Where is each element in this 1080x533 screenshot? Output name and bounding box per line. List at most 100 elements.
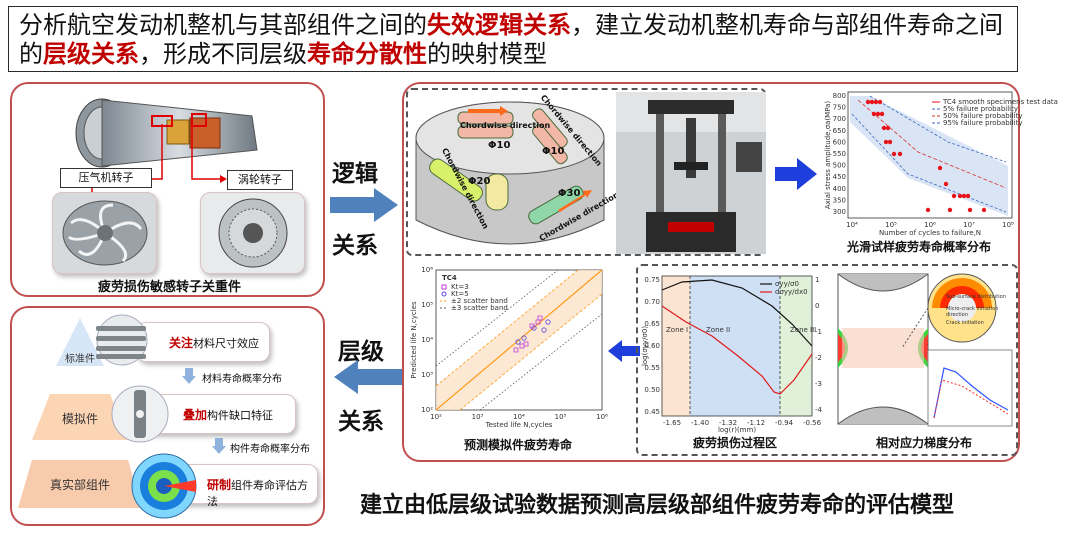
title-highlight-2: 层级关系 (43, 40, 139, 68)
pred-scatter-line (435, 269, 559, 367)
conclusion-text: 建立由低层级试验数据预测高层级部组件疲劳寿命的评估模型 (360, 493, 955, 518)
title-part-1: 分析航空发动机整机与其部组件之间的 (19, 11, 427, 39)
pred-ytick: 10³ (421, 371, 433, 379)
pred-kt3-point (513, 347, 519, 353)
turbine-label: 涡轮转子 (227, 170, 293, 190)
pred-xtick: 10⁶ (596, 413, 608, 421)
pred-ylabel: Predicted life N,cycles (410, 301, 418, 379)
sn-data-point (965, 193, 971, 199)
pyramid-level-1-shape (56, 318, 104, 366)
zone-xlabel: log(r)(mm) (718, 426, 756, 434)
zone-xtick: -0.56 (803, 419, 822, 427)
sn-data-point (957, 193, 963, 199)
pred-ytick: 10⁵ (421, 301, 433, 309)
standard-part-card: 关注材料尺寸效应 (136, 322, 270, 362)
pred-kt5-point (545, 319, 551, 325)
sn-xtick: 10⁴ (846, 221, 858, 229)
title-part-3: ，形成不同层级 (139, 40, 307, 68)
bladed-disk-image (131, 453, 197, 519)
sn-data-point (879, 111, 885, 117)
zone-xtick: -1.12 (747, 419, 765, 427)
zone-y2tick: -1 (815, 328, 822, 336)
zone-label: Zone I (666, 326, 688, 334)
level-label-1: 层级 (338, 339, 384, 365)
zone-xtick: -1.40 (691, 419, 709, 427)
sn-ytick: 350 (833, 196, 846, 204)
zone-legend-entry: σyy/σ0 (775, 280, 799, 288)
pred-scatter-line (435, 269, 579, 387)
zone-y2tick: 0 (815, 302, 819, 310)
sn-data-point (943, 181, 949, 187)
pred-ytick: 10² (421, 406, 433, 414)
phi30-label: Φ30 (558, 188, 581, 199)
engine-panel-caption: 疲劳损伤敏感转子关重件 (97, 280, 241, 295)
gradient-inset-text-2: Micro-crack initiation direction (946, 306, 999, 318)
gradient-panel: Sub-surface distribution Micro-crack ini… (832, 268, 1016, 456)
pred-legend-entry: Kt=5 (451, 290, 469, 298)
pred-arrow-icon (608, 340, 640, 362)
standard-specimens-image (96, 314, 148, 366)
sn-ytick: 400 (833, 185, 846, 193)
gradient-caption: 相对应力梯度分布 (875, 436, 972, 450)
zone-ytick: 0.50 (644, 386, 660, 394)
compressor-label: 压气机转子 (60, 168, 152, 188)
sn-data-point (885, 125, 891, 131)
zone-ytick: 0.55 (644, 364, 660, 372)
engine-panel: 压气机转子 涡轮转子 疲劳损伤敏感转子关重件 (10, 82, 325, 297)
logic-label-1: 逻辑 (332, 161, 378, 187)
sn-data-point (937, 165, 943, 171)
sn-data-point (925, 207, 931, 213)
zone-y2tick: -4 (815, 406, 823, 414)
sn-legend-entry: TC4 smooth specimens test data (942, 98, 1058, 106)
zone-xtick: -1.32 (719, 419, 737, 427)
specimen-box: Chordwise direction Chordwise direction … (406, 88, 766, 256)
sn-data-point (897, 151, 903, 157)
zone-stress-curve (661, 279, 813, 347)
sn-data-point (869, 99, 875, 105)
title-part-4: 的映射模型 (427, 40, 547, 68)
sn-xtick: 10⁸ (1002, 221, 1014, 229)
chordwise-label-1: Chordwise direction (460, 121, 551, 130)
pred-kt3-point (523, 341, 529, 347)
sn-ytick: 450 (833, 173, 846, 181)
sn-xlabel: Number of cycles to failure,N (879, 229, 981, 237)
zone-y2tick: -3 (815, 380, 822, 388)
card2-highlight: 叠加 (183, 408, 208, 422)
zone-legend-entry: dσyy/dx0 (775, 288, 808, 296)
pred-legend-entry: Kt=3 (451, 283, 469, 291)
zone-ylabel: log(σyy/σ0) (641, 326, 649, 366)
pred-kt3-point (537, 315, 543, 321)
sn-data-point (875, 111, 881, 117)
pred-legend-entry: ±3 scatter band (451, 304, 508, 312)
sn-data-point (981, 207, 987, 213)
sn-5pct-curve (851, 113, 1007, 213)
sn-ylabel: Axial stress amplitude,σa(MPa) (824, 101, 832, 210)
sn-arrow-icon (775, 158, 817, 190)
title-box: 分析航空发动机整机与其部组件之间的失效逻辑关系，建立发动机整机寿命与部组件寿命之… (8, 6, 1018, 72)
sn-95pct-curve (869, 95, 1007, 163)
sn-data-point (947, 207, 953, 213)
pred-kt5-point (531, 325, 537, 331)
title-highlight-1: 失效逻辑关系 (427, 11, 571, 39)
zone-label: Zone II (706, 326, 730, 334)
sn-data-point (883, 139, 889, 145)
phi10-label-b: Φ10 (542, 146, 565, 157)
card1-highlight: 关注 (169, 336, 194, 350)
zone-ytick: 0.70 (644, 298, 660, 306)
sn-chart-caption: 光滑试样疲劳寿命概率分布 (846, 240, 991, 254)
sn-data-point (887, 139, 893, 145)
step2-label: 构件寿命概率分布 (230, 444, 310, 455)
sn-data-point (961, 193, 967, 199)
gradient-illustration (837, 273, 1013, 427)
specimen-cylinder-illustration (415, 101, 605, 245)
pred-legend-swatch (441, 291, 447, 297)
zone-box (636, 264, 1018, 456)
zone1-region (662, 276, 690, 416)
zone-ytick: 0.65 (644, 320, 660, 328)
sn-data-point (891, 151, 897, 157)
